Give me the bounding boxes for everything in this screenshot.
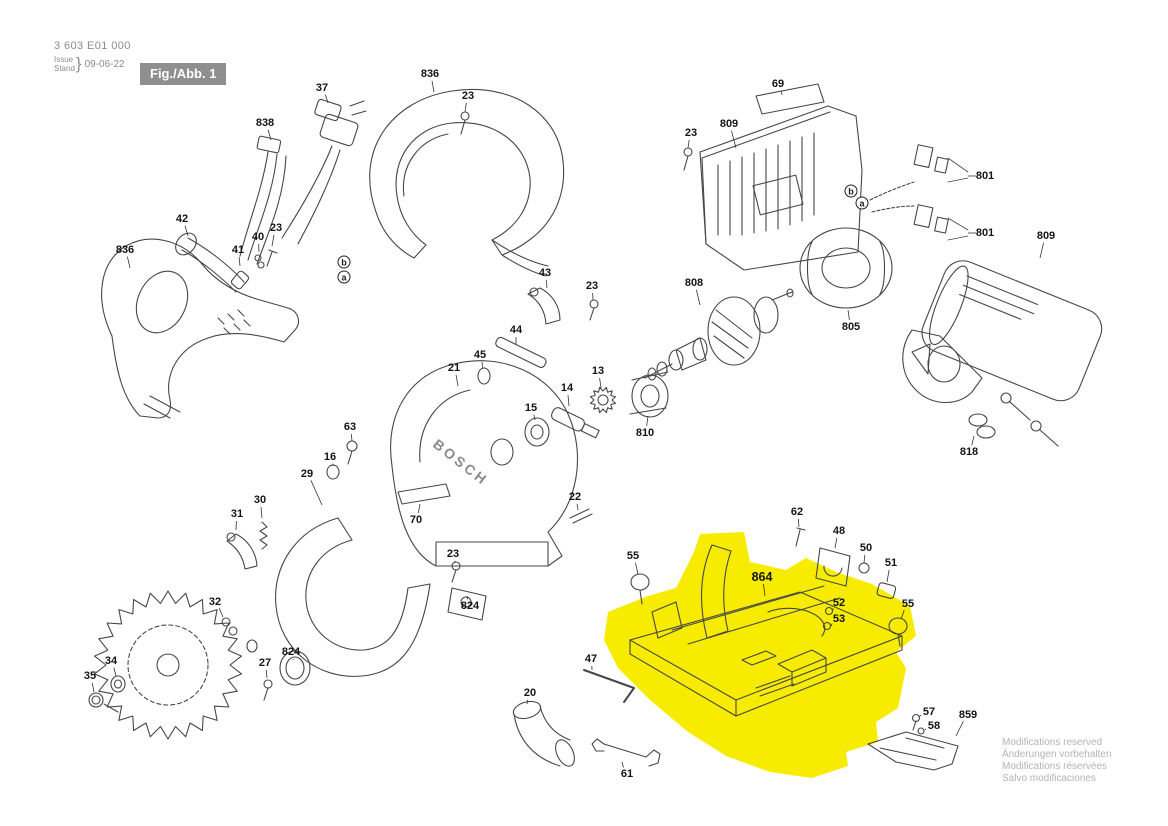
leader-lines: [91, 80, 1044, 768]
part-cover-plate: [867, 713, 959, 771]
stand-label: Stand: [54, 64, 75, 73]
part-stator: [799, 227, 893, 309]
part-dust-chute: [512, 700, 575, 767]
part-armature: [644, 288, 794, 381]
part-motor-housing: [683, 83, 863, 271]
part-cable-assembly: [175, 135, 287, 293]
pinion-gear: [589, 386, 617, 414]
part-guard-bracket: [447, 561, 487, 621]
part-upper-guard: [390, 360, 579, 567]
header-block: 3 603 E01 000 Issue Stand } 09-06-22: [54, 40, 131, 74]
figure-label: Fig./Abb. 1: [140, 63, 227, 85]
part-spindle-parts: [326, 287, 669, 524]
note-en: Modifications reserved: [1002, 737, 1103, 748]
note-es: Salvo modificaciones: [1002, 773, 1096, 784]
part-top-housing: [369, 89, 565, 277]
note-fr: Modifications réservées: [1002, 761, 1108, 772]
highlight-region-864: [604, 532, 916, 778]
part-base-plate-assembly: [629, 527, 908, 717]
document-number: 3 603 E01 000: [54, 40, 131, 52]
part-right-housing: [911, 260, 1103, 402]
issue-date: 09-06-22: [84, 58, 125, 70]
part-left-handle: [101, 238, 300, 419]
part-wrench: [591, 738, 661, 767]
part-lower-guard: [226, 517, 431, 677]
note-de: Änderungen vorbehalten: [1002, 749, 1112, 760]
brace-glyph: }: [75, 54, 82, 73]
footer-notes: Modifications reserved Änderungen vorbeh…: [1002, 737, 1112, 785]
part-switch: [281, 98, 367, 245]
part-bearing-flange: [902, 329, 1059, 447]
part-hex-key: [583, 669, 635, 703]
issue-label: Issue: [54, 55, 74, 64]
part-saw-blade: [93, 590, 243, 740]
part-blade-fasteners: [88, 617, 311, 713]
bosch-logo: BOSCH: [430, 436, 492, 489]
saw-blade-teeth: [93, 590, 243, 740]
part-brush-holders: [869, 144, 969, 241]
